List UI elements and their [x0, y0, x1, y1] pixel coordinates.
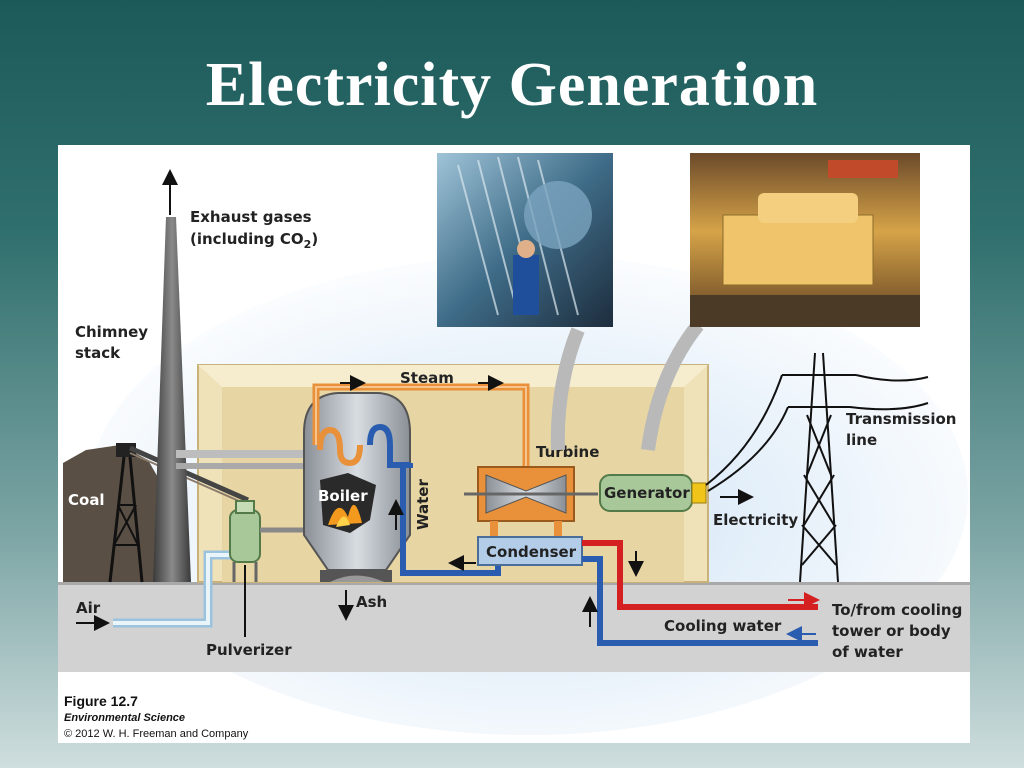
- generator: [599, 474, 707, 512]
- generator-hall-photo: [690, 153, 920, 327]
- turbine-photo-callout: [550, 327, 585, 451]
- coal-pile: [63, 445, 176, 582]
- generator-photo-callout: [641, 320, 704, 451]
- cooling-hot-pipe: [582, 540, 818, 610]
- water-label: Water: [414, 479, 432, 530]
- cooling-dest-label-2: tower or body: [832, 622, 951, 640]
- boiler-label: Boiler: [318, 487, 368, 505]
- turbine: [464, 466, 598, 539]
- pulverizer-label: Pulverizer: [206, 641, 292, 659]
- figure-copyright: © 2012 W. H. Freeman and Company: [64, 728, 249, 740]
- exhaust-label-2: (including CO2): [190, 230, 318, 251]
- ash-label: Ash: [356, 593, 387, 611]
- ash-pile: [330, 575, 384, 582]
- cooling-dest-label-1: To/from cooling: [832, 601, 962, 619]
- generator-label: Generator: [604, 484, 690, 502]
- slide-title: Electricity Generation: [205, 51, 819, 119]
- transmission-tower: [705, 352, 929, 583]
- transmission-label-1: Transmission: [846, 410, 956, 428]
- exhaust-label-1: Exhaust gases: [190, 208, 312, 226]
- electricity-label: Electricity: [713, 511, 798, 529]
- steam-label: Steam: [400, 369, 454, 387]
- coal-label: Coal: [68, 491, 105, 509]
- condenser-label: Condenser: [486, 543, 577, 561]
- cooling-water-label: Cooling water: [664, 617, 782, 635]
- chimney-label-1: Chimney: [75, 323, 148, 341]
- transmission-label-2: line: [846, 431, 877, 449]
- coal-conveyor-tower: [108, 443, 250, 583]
- pulverizer: [229, 500, 304, 582]
- figure-panel: Coal Exhaust gases (including CO2) Chimn…: [58, 145, 970, 743]
- turbine-photo: [437, 153, 613, 327]
- figure-book: Environmental Science: [64, 712, 185, 724]
- cooling-cold-pipe: [582, 556, 818, 646]
- chimney-label-2: stack: [75, 344, 121, 362]
- water-pipe: [388, 462, 501, 576]
- air-label: Air: [76, 599, 101, 617]
- power-plant-diagram: Coal Exhaust gases (including CO2) Chimn…: [58, 153, 970, 740]
- condenser: [477, 536, 583, 566]
- plant-building: [197, 364, 709, 583]
- turbine-label: Turbine: [536, 443, 599, 461]
- figure-number: Figure 12.7: [64, 693, 138, 709]
- cooling-dest-label-3: of water: [832, 643, 903, 661]
- boiler: [303, 392, 411, 582]
- chimney-stack: [153, 217, 306, 582]
